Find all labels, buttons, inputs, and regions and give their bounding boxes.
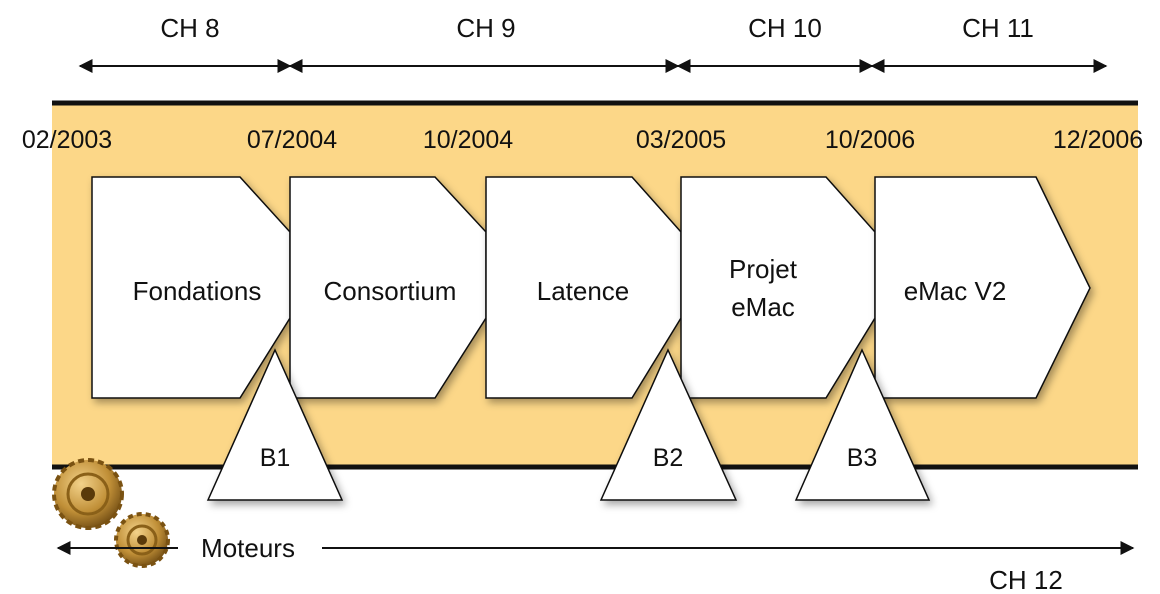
date-label: 10/2004 [423, 126, 513, 154]
phase-chevron-emac-v2 [874, 176, 1091, 399]
milestone-triangle-b2 [599, 348, 738, 501]
milestone-label-b3: B3 [847, 444, 878, 472]
phase-label-latence: Latence [537, 276, 630, 306]
phase-label-consortium: Consortium [324, 276, 457, 306]
gears-icon [52, 458, 170, 568]
date-label: 03/2005 [636, 126, 726, 154]
engines-label: Moteurs [201, 533, 295, 563]
engines-arrow: Moteurs CH 12 [56, 533, 1135, 594]
chapter-label-ch12: CH 12 [989, 565, 1063, 594]
milestones: B1 B2 B3 [206, 348, 931, 501]
milestone-label-b2: B2 [653, 444, 684, 472]
date-label: 02/2003 [22, 126, 112, 154]
chapter-label-ch11: CH 11 [962, 13, 1034, 43]
chapter-label-ch10: CH 10 [748, 13, 822, 43]
date-label: 07/2004 [247, 126, 337, 154]
phase-label-emac-v2: eMac V2 [904, 276, 1007, 306]
milestone-triangle-b1 [206, 348, 344, 501]
chapter-label-ch9: CH 9 [456, 13, 515, 43]
milestone-triangle-b3 [794, 348, 931, 501]
phase-label-projet-line1: Projet [729, 254, 798, 284]
date-label: 12/2006 [1053, 126, 1143, 154]
date-labels: 02/2003 07/2004 10/2004 03/2005 10/2006 … [22, 126, 1143, 154]
phase-label-projet-line2: eMac [731, 292, 795, 322]
milestone-label-b1: B1 [260, 444, 291, 472]
date-label: 10/2006 [825, 126, 915, 154]
phase-labels: Fondations Consortium Latence Projet eMa… [133, 254, 1007, 322]
chapter-label-ch8: CH 8 [160, 13, 219, 43]
phase-chevron-projet-emac [680, 176, 876, 399]
phase-chevrons [91, 176, 1091, 399]
phase-label-fondations: Fondations [133, 276, 262, 306]
phase-chevron-consortium [289, 176, 487, 399]
chapter-labels: CH 8 CH 9 CH 10 CH 11 [160, 13, 1034, 43]
